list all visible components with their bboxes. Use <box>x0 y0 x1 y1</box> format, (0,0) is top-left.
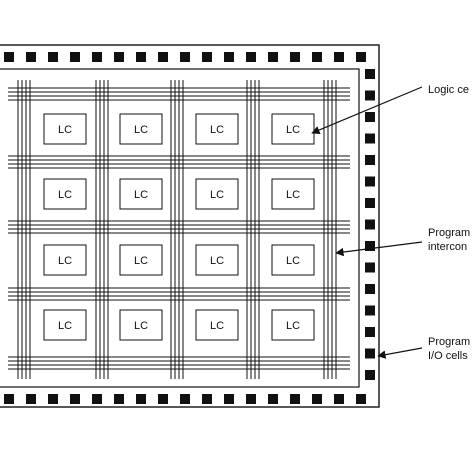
logic-cells-label: Logic ce <box>428 84 469 96</box>
io-pad <box>365 90 375 101</box>
logic-cell-box <box>119 113 163 145</box>
io-pad <box>48 394 58 404</box>
io-pad <box>365 262 375 273</box>
io-pad <box>334 394 344 404</box>
io-pad <box>158 52 168 62</box>
logic-cell-box <box>195 309 239 341</box>
logic-cell-box <box>271 113 315 145</box>
logic-cell-box <box>43 309 87 341</box>
logic-cell-pointer-arrow <box>311 86 423 134</box>
io-pad <box>180 394 190 404</box>
logic-cell-label: LC <box>210 320 224 332</box>
io-pad <box>136 394 146 404</box>
io-pads <box>4 52 375 404</box>
logic-cell-label: LC <box>58 320 72 332</box>
logic-cell-box <box>119 244 163 276</box>
io-pad <box>290 394 300 404</box>
io-pad <box>224 394 234 404</box>
interconnect-label-line2: intercon <box>428 241 467 253</box>
io-pad <box>334 52 344 62</box>
io-pad <box>365 69 375 79</box>
io-pad <box>136 52 146 62</box>
chip-inner-border <box>0 68 360 388</box>
io-pad <box>92 394 102 404</box>
logic-cell-box <box>271 309 315 341</box>
logic-cell-label: LC <box>134 189 148 201</box>
io-pad <box>70 394 80 404</box>
logic-cell-label: LC <box>286 320 300 332</box>
io-pad <box>365 348 375 359</box>
logic-cell-label: LC <box>286 124 300 136</box>
logic-cell-box <box>43 244 87 276</box>
logic-cell-label: LC <box>210 255 224 267</box>
logic-cell-box <box>195 178 239 210</box>
logic-cell-label: LC <box>286 255 300 267</box>
logic-cell-label: LC <box>134 320 148 332</box>
io-pad <box>365 198 375 208</box>
interconnect-routing <box>8 80 350 379</box>
logic-cell-box <box>119 309 163 341</box>
io-cells-label-line1: Program <box>428 336 470 348</box>
io-pad <box>48 52 58 62</box>
io-pad <box>26 394 36 404</box>
interconnect-pointer-arrow <box>335 241 423 257</box>
io-pad <box>268 394 278 404</box>
io-pad <box>365 284 375 294</box>
logic-cell-label: LC <box>210 189 224 201</box>
io-pad <box>356 394 366 404</box>
logic-cell-label: LC <box>58 255 72 267</box>
io-pad <box>202 394 212 404</box>
logic-cell-box <box>119 178 163 210</box>
io-pad <box>224 52 234 62</box>
logic-cell-box <box>271 178 315 210</box>
io-pad <box>365 176 375 187</box>
io-pad <box>365 133 375 144</box>
io-pad <box>26 52 36 62</box>
io-pad <box>4 394 14 404</box>
logic-cell-label: LC <box>58 189 72 201</box>
io-pad <box>246 394 256 404</box>
io-pad <box>202 52 212 62</box>
io-pad <box>180 52 190 62</box>
logic-cell-box <box>195 244 239 276</box>
logic-cell-box <box>195 113 239 145</box>
logic-cell-label: LC <box>58 124 72 136</box>
logic-cell-grid: LC LC LC LC LC LC LC LC LC LC LC LC LC LC LC LC <box>37 106 321 348</box>
io-cell-pointer-arrow <box>377 347 423 359</box>
io-pad <box>365 155 375 165</box>
io-pad <box>92 52 102 62</box>
logic-cell-box <box>43 113 87 145</box>
io-pad <box>365 219 375 230</box>
io-pad <box>312 52 322 62</box>
logic-cell-label: LC <box>210 124 224 136</box>
chip-outer-border <box>0 44 380 408</box>
io-pad <box>365 305 375 316</box>
io-pad <box>365 327 375 337</box>
io-pad <box>114 394 124 404</box>
io-pad <box>365 241 375 251</box>
logic-cell-label: LC <box>134 255 148 267</box>
io-pad <box>290 52 300 62</box>
logic-cell-box <box>271 244 315 276</box>
io-pad <box>365 112 375 122</box>
io-pad <box>365 370 375 380</box>
io-pad <box>246 52 256 62</box>
io-pad <box>114 52 124 62</box>
interconnect-label-line1: Program <box>428 227 470 239</box>
io-pad <box>158 394 168 404</box>
io-pad <box>268 52 278 62</box>
logic-cell-box <box>43 178 87 210</box>
io-pad <box>356 52 366 62</box>
io-pad <box>4 52 14 62</box>
logic-cell-label: LC <box>286 189 300 201</box>
io-pad <box>312 394 322 404</box>
io-pad <box>70 52 80 62</box>
io-cells-label-line2: I/O cells <box>428 350 468 362</box>
logic-cell-label: LC <box>134 124 148 136</box>
